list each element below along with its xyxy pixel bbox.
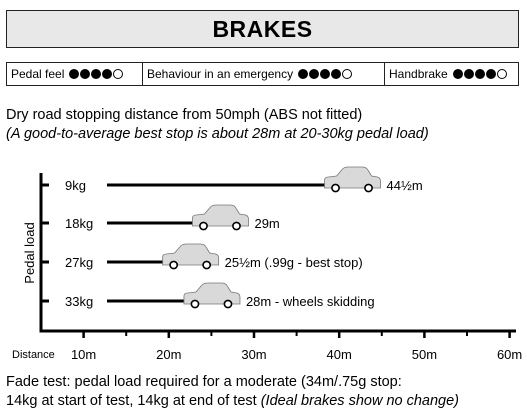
data-label: 28m - wheels skidding xyxy=(246,294,375,309)
x-tick-label: 30m xyxy=(241,347,266,362)
rating-dot-filled xyxy=(331,69,342,79)
y-tick-label: 18kg xyxy=(65,216,93,231)
data-label: 29m xyxy=(254,216,279,231)
rating-pedal-feel: Pedal feel xyxy=(7,63,142,85)
page-title: BRAKES xyxy=(212,15,313,42)
footer-plain: 14kg at start of test, 14kg at end of te… xyxy=(6,393,261,409)
rating-dot-filled xyxy=(474,69,485,79)
x-axis-label: Distance xyxy=(12,349,55,361)
rating-dot-filled xyxy=(298,69,309,79)
intro-line: Dry road stopping distance from 50mph (A… xyxy=(6,107,363,123)
rating-dot-filled xyxy=(102,69,113,79)
data-label: 25½m (.99g - best stop) xyxy=(225,255,363,270)
car-icon xyxy=(192,204,249,231)
y-axis-label: Pedal load xyxy=(22,222,37,283)
rating-emergency-behaviour: Behaviour in an emergency xyxy=(142,63,384,85)
car-icon xyxy=(183,282,241,309)
fade-test-text: Fade test: pedal load required for a mod… xyxy=(6,373,459,411)
rating-dots xyxy=(69,69,124,79)
rating-dots xyxy=(452,69,507,79)
title-banner: BRAKES xyxy=(6,10,519,48)
rating-dot-empty xyxy=(342,69,353,79)
data-label: 44½m xyxy=(387,178,423,193)
rating-dot-filled xyxy=(485,69,496,79)
rating-dot-filled xyxy=(91,69,102,79)
x-tick-label: 50m xyxy=(412,347,437,362)
intro-text: Dry road stopping distance from 50mph (A… xyxy=(6,106,429,144)
car-icon xyxy=(162,243,220,270)
rating-label: Pedal feel xyxy=(11,67,65,81)
footer-line: 14kg at start of test, 14kg at end of te… xyxy=(6,392,459,411)
ratings-bar: Pedal feel Behaviour in an emergency Han… xyxy=(6,62,519,86)
rating-label: Behaviour in an emergency xyxy=(147,67,294,81)
rating-dot-filled xyxy=(69,69,80,79)
rating-dots xyxy=(298,69,353,79)
intro-note: (A good-to-average best stop is about 28… xyxy=(6,126,429,142)
x-tick-label: 10m xyxy=(71,347,96,362)
rating-dot-filled xyxy=(452,69,463,79)
y-tick-label: 33kg xyxy=(65,294,93,309)
rating-dot-filled xyxy=(80,69,91,79)
rating-dot-filled xyxy=(309,69,320,79)
car-icon xyxy=(324,166,381,193)
rating-dot-empty xyxy=(496,69,507,79)
rating-handbrake: Handbrake xyxy=(384,63,518,85)
footer-line: Fade test: pedal load required for a mod… xyxy=(6,374,402,390)
x-tick-label: 60m xyxy=(497,347,522,362)
rating-label: Handbrake xyxy=(389,67,448,81)
x-tick-label: 20m xyxy=(156,347,181,362)
y-tick-label: 27kg xyxy=(65,255,93,270)
x-tick-label: 40m xyxy=(327,347,352,362)
footer-note: (Ideal brakes show no change) xyxy=(260,393,460,409)
rating-dot-filled xyxy=(463,69,474,79)
y-tick-label: 9kg xyxy=(65,178,86,193)
rating-dot-empty xyxy=(113,69,124,79)
rating-dot-filled xyxy=(320,69,331,79)
